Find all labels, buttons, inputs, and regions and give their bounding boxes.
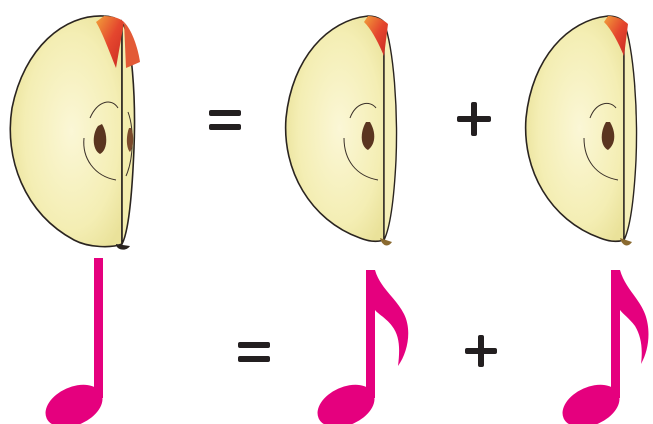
apple-quarter-image xyxy=(9,15,140,250)
quarter-note-icon xyxy=(45,258,103,424)
apple-eighth-image-2 xyxy=(524,15,638,246)
plus-sign-top xyxy=(457,102,491,136)
apple-eighth-image-1 xyxy=(284,15,398,246)
eighth-note-icon-2 xyxy=(562,270,649,424)
equals-sign-bottom xyxy=(238,342,270,362)
eighth-note-icon-1 xyxy=(317,270,409,424)
equals-sign-top xyxy=(209,110,241,130)
plus-sign-bottom xyxy=(465,335,497,367)
